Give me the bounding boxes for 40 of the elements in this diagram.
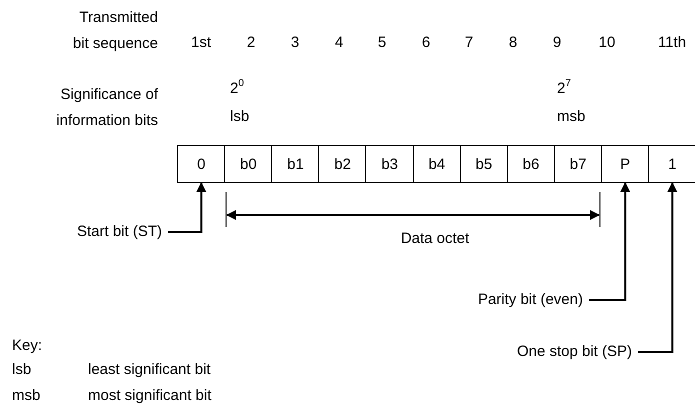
bit-cell: b4 (412, 145, 462, 183)
bit-number: 2 (246, 33, 256, 53)
leader-line (168, 182, 206, 233)
key-term: lsb (12, 360, 32, 380)
row-label: Transmitted bit sequence (72, 8, 158, 54)
power-label: 2$^{7}$ (557, 77, 571, 99)
bit-number: 8 (508, 33, 518, 53)
bit-cell: b7 (554, 145, 602, 183)
bit-number: 9 (552, 33, 562, 53)
row-label: Significance of information bits (55, 85, 158, 131)
bit-number: 1st (190, 33, 212, 53)
callout-label: Parity bit (even) (420, 287, 583, 313)
bit-number: 11th (656, 33, 688, 53)
bit-number: 10 (598, 33, 616, 53)
bit-cell: 1 (648, 145, 695, 183)
dimension-label: Data octet (400, 229, 470, 249)
bit-cell: P (600, 145, 650, 183)
leader-line (589, 182, 630, 301)
key-heading: Key: (12, 336, 42, 356)
bit-cell: b3 (365, 145, 414, 183)
bit-number: 3 (290, 33, 300, 53)
power-label: 2$^{0}$ (230, 77, 244, 99)
bit-cell: b6 (506, 145, 556, 183)
bit-cell: 0 (177, 145, 226, 183)
bit-number: 5 (376, 33, 388, 53)
bit-number: 7 (464, 33, 474, 53)
callout-label: One stop bit (SP) (460, 339, 632, 365)
bit-number: 6 (420, 33, 432, 53)
key-definition: least significant bit (88, 360, 211, 380)
bit-cell: b1 (271, 145, 320, 183)
key-term: msb (12, 386, 40, 406)
significance-label: msb (557, 107, 586, 127)
bit-cell: b5 (460, 145, 508, 183)
callout-label: Start bit (ST) (40, 219, 162, 245)
key-definition: most significant bit (88, 386, 212, 406)
bit-number: 4 (334, 33, 344, 53)
bit-cell: b0 (224, 145, 273, 183)
significance-label: lsb (230, 107, 250, 127)
leader-line (638, 182, 678, 353)
bit-cell: b2 (318, 145, 367, 183)
